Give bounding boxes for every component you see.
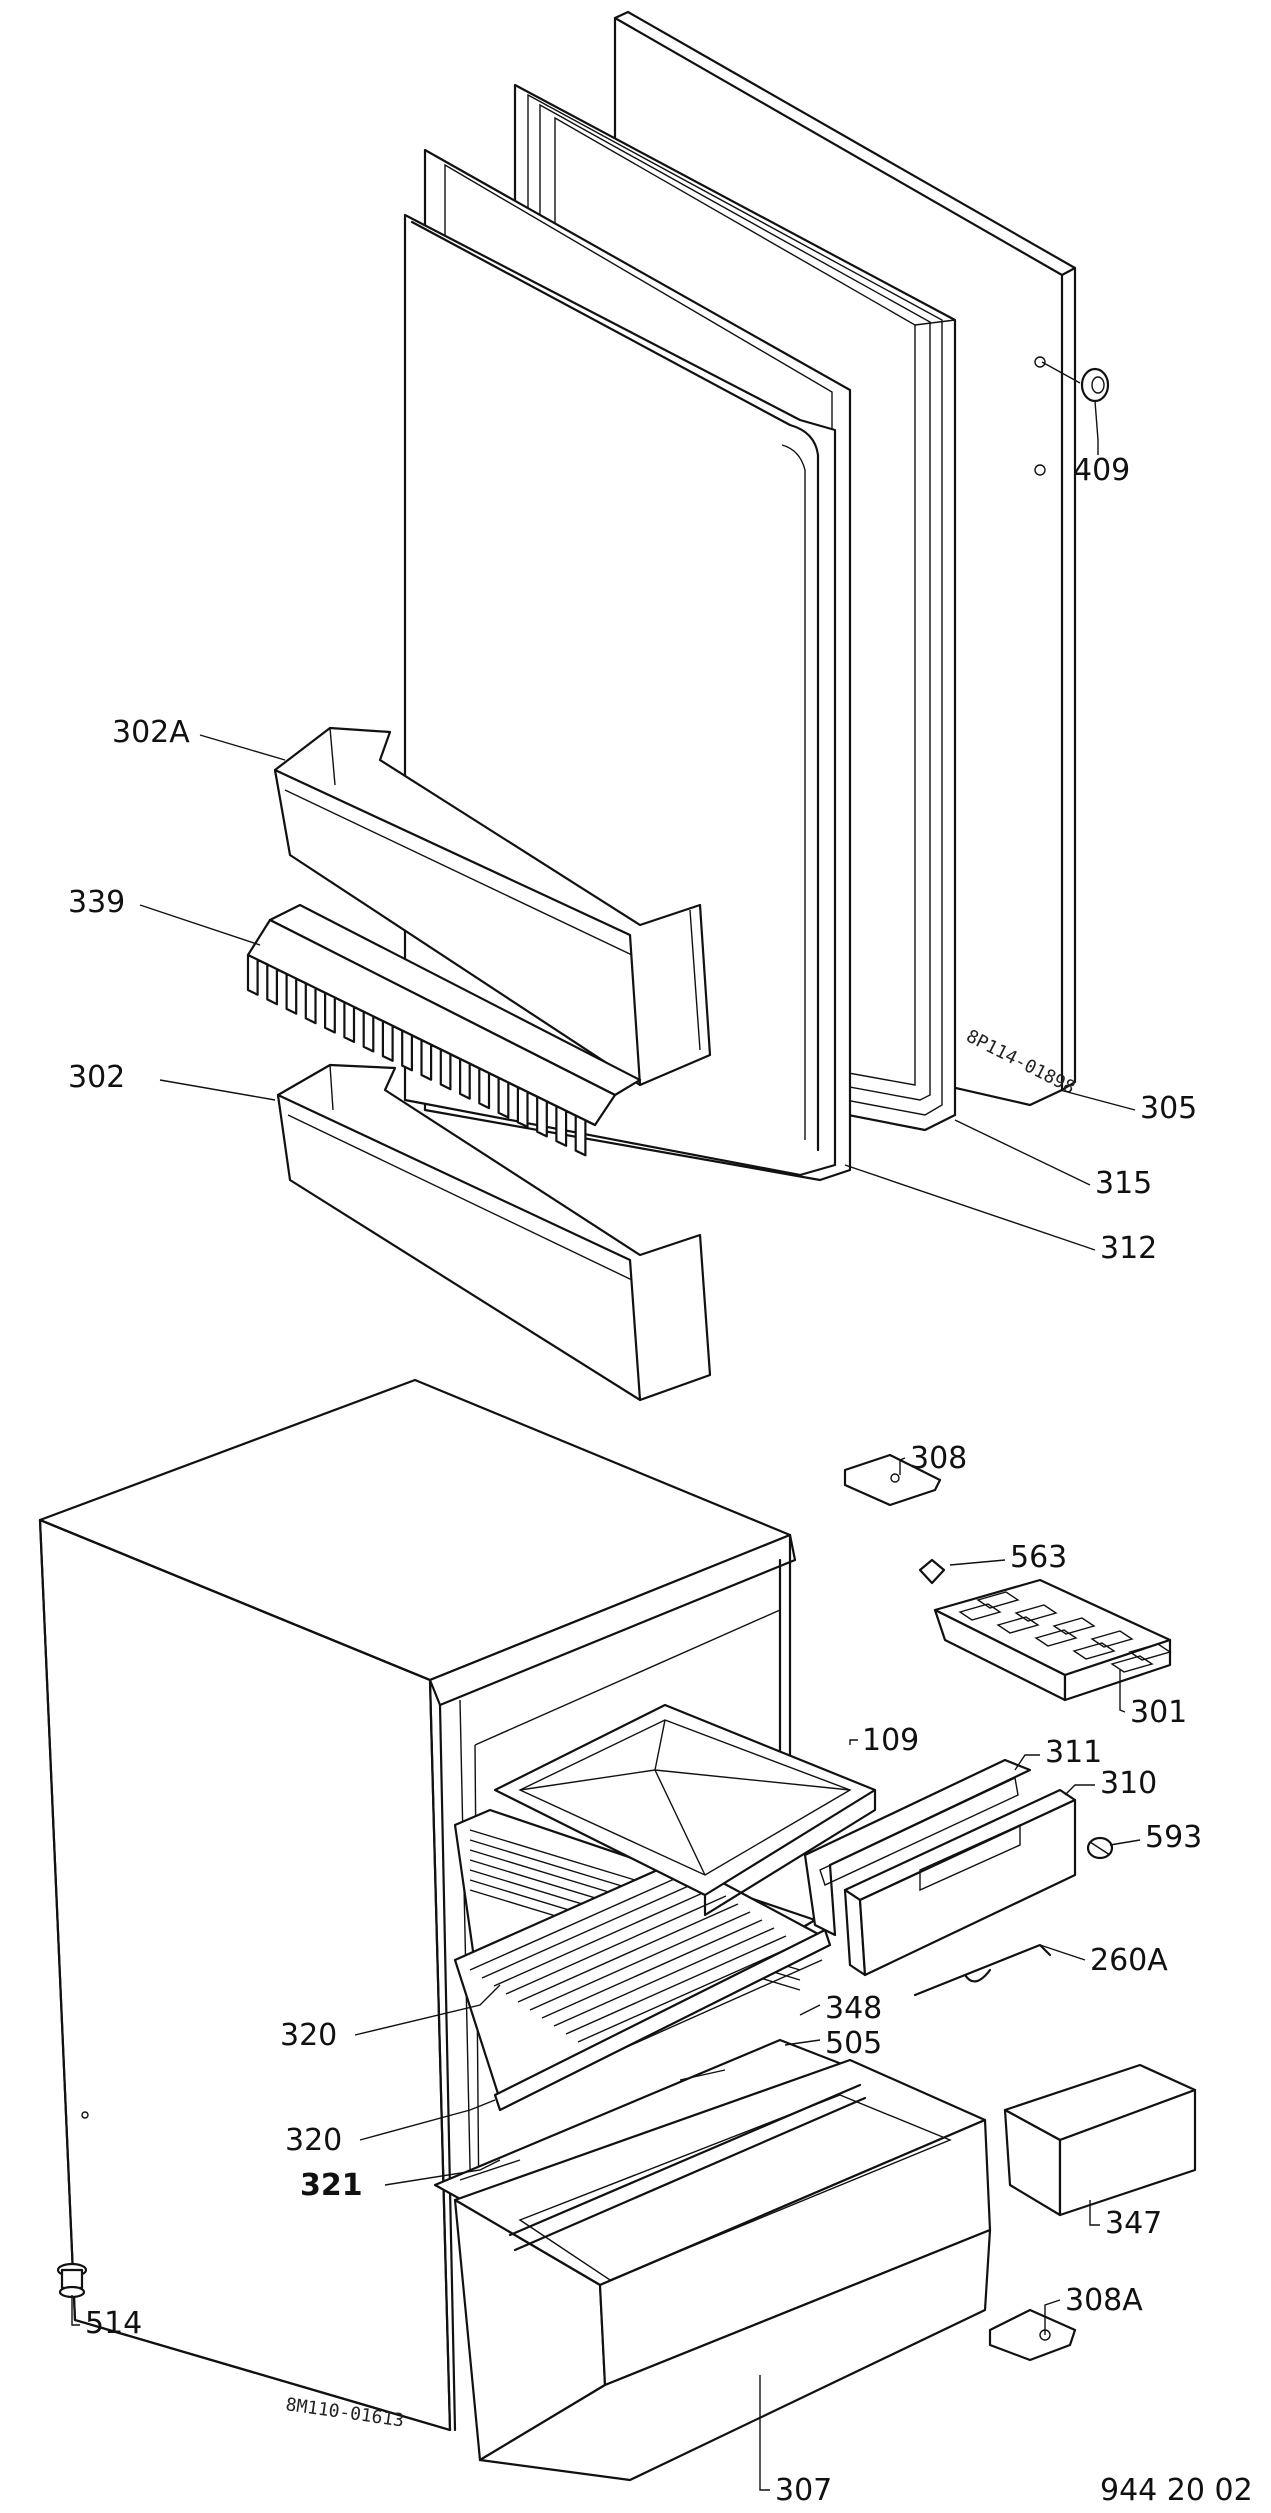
wire-shelf-lower <box>453 1858 832 2112</box>
label-312: 312 <box>1100 1231 1157 1266</box>
door-shelf-302A <box>273 726 712 1087</box>
shelf-rod <box>517 1903 739 2003</box>
label-315: 315 <box>1095 1166 1152 1201</box>
label-302: 302 <box>68 1060 125 1095</box>
shelf-rod <box>469 1871 691 1971</box>
label-348: 348 <box>825 1991 882 2026</box>
ice-cube-cell <box>996 1616 1040 1634</box>
bottle-retainer-339 <box>246 903 642 1157</box>
label-308: 308 <box>910 1441 967 1476</box>
crisper-drawer-307 <box>453 2058 992 2482</box>
label-409: 409 <box>1073 453 1130 488</box>
door-shelf-302 <box>276 1063 712 1402</box>
shelf-rod <box>505 1895 727 1995</box>
butter-box-347 <box>1003 2063 1197 2217</box>
label-563: 563 <box>1010 1540 1067 1575</box>
ice-cube-cell <box>1014 1604 1058 1622</box>
hinge-pin-409 <box>1041 361 1110 441</box>
label-109: 109 <box>862 1723 919 1758</box>
hinge-308 <box>843 1453 942 1507</box>
label-593: 593 <box>1145 1820 1202 1855</box>
shelf-rod <box>553 1927 775 2027</box>
label-311: 311 <box>1045 1735 1102 1770</box>
freezer-door-frame-311 <box>803 1758 1032 1937</box>
ice-cube-tray-301 <box>933 1578 1172 1702</box>
foot-514 <box>56 2262 88 2299</box>
label-320-lower: 320 <box>285 2123 342 2158</box>
callout-labels: 409 302A 339 302 305 315 312 308 563 301… <box>68 453 1253 2508</box>
label-339: 339 <box>68 885 125 920</box>
label-505: 505 <box>825 2026 882 2061</box>
hinge-308A <box>988 2308 1077 2362</box>
ice-cube-cell <box>958 1603 1002 1621</box>
freezer-door-310 <box>843 1788 1077 1977</box>
ice-cube-cell <box>1072 1642 1116 1660</box>
ice-cube-cell <box>1090 1630 1134 1648</box>
cabinet <box>38 1378 797 2432</box>
shelf-rod <box>577 1943 799 2043</box>
ice-cube-cell <box>976 1591 1020 1609</box>
drip-tray-109 <box>493 1703 877 1917</box>
label-514: 514 <box>85 2306 142 2341</box>
knob-593 <box>1086 1836 1114 1860</box>
ice-cube-cell <box>1034 1629 1078 1647</box>
label-320-upper: 320 <box>280 2018 337 2053</box>
label-310: 310 <box>1100 1766 1157 1801</box>
ice-cube-cell <box>1052 1617 1096 1635</box>
shelf-rod <box>565 1935 787 2035</box>
label-301: 301 <box>1130 1695 1187 1730</box>
label-321: 321 <box>300 2168 363 2203</box>
leader-lines <box>71 440 1141 2491</box>
label-347: 347 <box>1105 2206 1162 2241</box>
shelf-rod <box>529 1911 751 2011</box>
label-302A: 302A <box>112 715 190 750</box>
shelf-rod <box>493 1887 715 1987</box>
label-307: 307 <box>775 2473 832 2508</box>
shelf-rod <box>481 1879 703 1979</box>
label-308A: 308A <box>1065 2283 1143 2318</box>
label-305: 305 <box>1140 1091 1197 1126</box>
wire-handle-260A <box>913 1943 1052 1997</box>
screw-563 <box>918 1558 946 1585</box>
label-260A: 260A <box>1090 1943 1168 1978</box>
ice-cube-cell <box>1128 1643 1172 1661</box>
shelf-rod <box>541 1919 763 2019</box>
drawing-number: 944 20 02 <box>1100 2473 1253 2508</box>
ice-cube-cell <box>1110 1655 1154 1673</box>
